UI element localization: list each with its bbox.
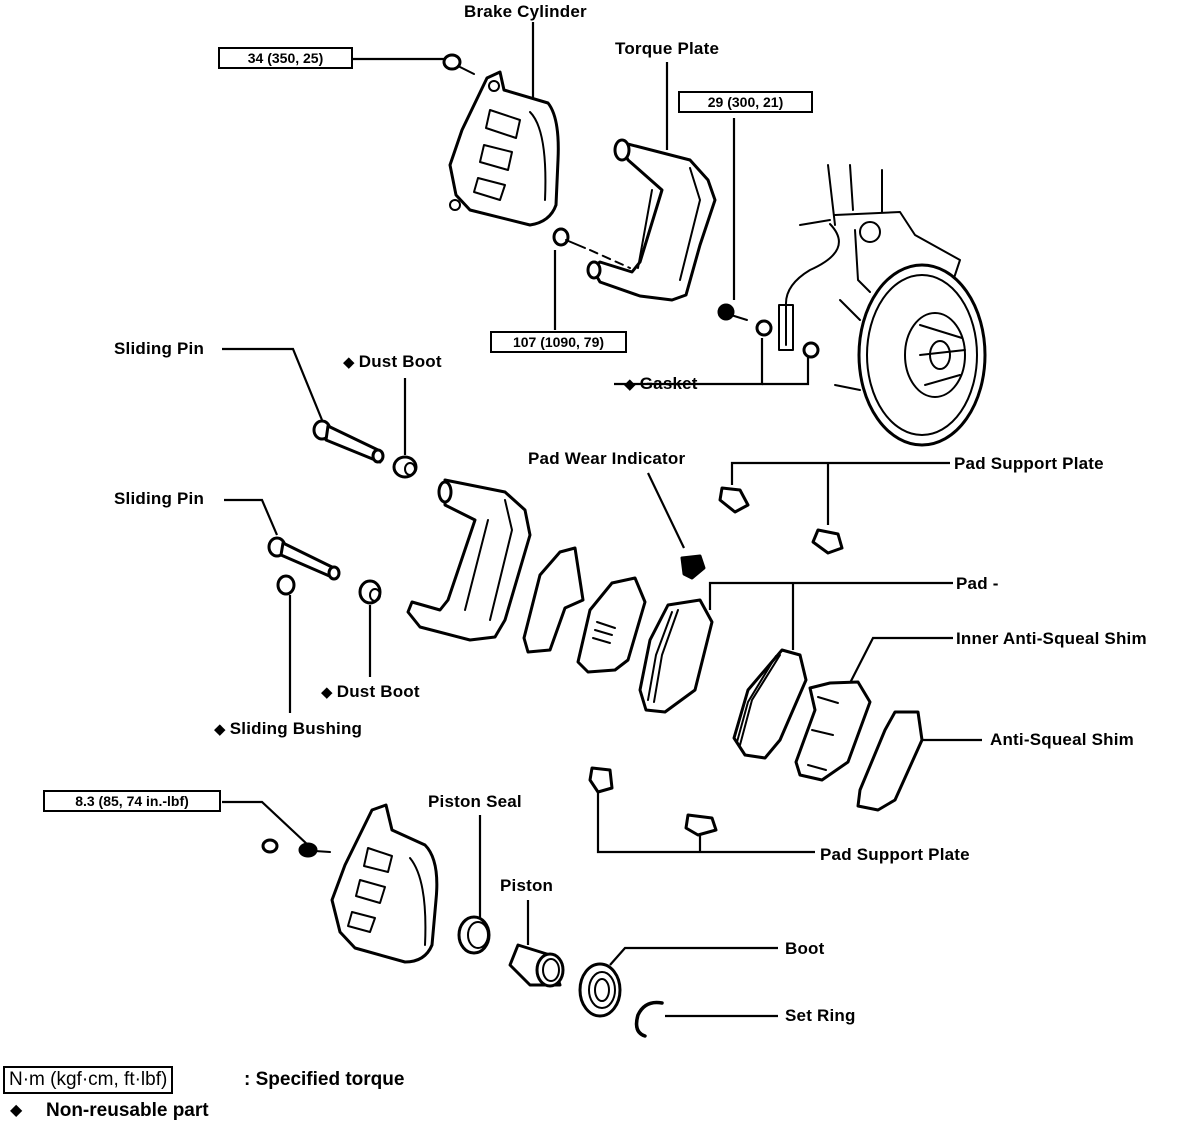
label-pad-wear-indicator: Pad Wear Indicator	[528, 449, 686, 468]
label-boot: Boot	[785, 939, 825, 958]
pad-support-plate-lower-1	[588, 766, 614, 794]
torque-plate-upper	[586, 138, 717, 302]
legend-torque-desc: : Specified torque	[244, 1069, 405, 1090]
label-pad-support-plate-upper: Pad Support Plate	[954, 454, 1104, 473]
dust-boot-upper	[392, 455, 418, 479]
label-pad-support-plate-lower: Pad Support Plate	[820, 845, 970, 864]
label-sliding-pin-upper: Sliding Pin	[114, 339, 205, 358]
label-torque-plate: Torque Plate	[615, 39, 720, 58]
torque-spec-torque-plate-bolt: 107 (1090, 79)	[490, 331, 627, 353]
label-gasket: ◆Gasket	[624, 374, 698, 393]
sliding-bushing	[276, 574, 296, 596]
label-piston: Piston	[500, 876, 554, 895]
boot	[578, 962, 622, 1018]
leader-lines	[222, 22, 982, 1018]
hose-union-bolt	[717, 303, 748, 321]
dust-boot-lower	[358, 579, 382, 605]
legend-non-reusable-desc: Non-reusable part	[46, 1100, 209, 1121]
inner-anti-squeal-shim-right	[794, 680, 872, 782]
steering-knuckle-rotor	[827, 164, 987, 447]
brake-cylinder-lower	[330, 803, 439, 964]
inner-anti-squeal-shim-left	[576, 576, 647, 674]
sliding-pin-upper	[312, 419, 385, 464]
label-set-ring: Set Ring	[785, 1006, 856, 1025]
label-anti-squeal-shim: Anti-Squeal Shim	[990, 730, 1134, 749]
bleeder-plug	[261, 838, 331, 858]
label-sliding-bushing: ◆Sliding Bushing	[214, 719, 363, 738]
anti-squeal-shim-right	[856, 710, 924, 812]
label-dust-boot-upper: ◆Dust Boot	[343, 352, 442, 371]
non-reusable-diamond-icon: ◆	[624, 376, 636, 393]
label-pad: Pad -	[956, 574, 999, 593]
torque-spec-bleeder-plug: 8.3 (85, 74 in.-lbf)	[43, 790, 221, 812]
pad-left	[638, 598, 714, 714]
label-piston-seal: Piston Seal	[428, 792, 522, 811]
flexible-hose	[778, 219, 840, 351]
torque-spec-caliper-bolt: 34 (350, 25)	[218, 47, 353, 69]
label-inner-anti-squeal-shim: Inner Anti-Squeal Shim	[956, 629, 1147, 648]
pad-support-plate-upper-1	[718, 486, 750, 514]
pad-support-plate-lower-2	[684, 813, 718, 837]
non-reusable-diamond-icon: ◆	[343, 354, 355, 371]
pad-wear-indicator	[680, 554, 706, 580]
torque-spec-hose-union-bolt: 29 (300, 21)	[678, 91, 813, 113]
label-sliding-pin-lower: Sliding Pin	[114, 489, 205, 508]
non-reusable-diamond-icon: ◆	[214, 721, 226, 738]
gaskets	[755, 319, 820, 359]
non-reusable-diamond-icon: ◆	[321, 684, 333, 701]
piston-seal	[457, 915, 491, 955]
set-ring	[634, 1000, 664, 1038]
pad-right	[732, 648, 808, 760]
legend-diamond-icon: ◆	[10, 1102, 23, 1119]
brake-cylinder-upper	[448, 70, 560, 227]
anti-squeal-shim-left	[522, 546, 585, 654]
torque-plate-bolt	[552, 227, 631, 269]
piston	[508, 943, 565, 988]
caliper-bolt	[442, 53, 475, 75]
label-dust-boot-lower: ◆Dust Boot	[321, 682, 420, 701]
torque-plate-lower	[406, 478, 532, 642]
sliding-pin-lower	[267, 536, 341, 581]
label-brake-cylinder: Brake Cylinder	[464, 2, 587, 21]
legend-torque-unit: N·m (kgf·cm, ft·lbf)	[3, 1066, 174, 1094]
pad-support-plate-upper-2	[811, 528, 844, 555]
